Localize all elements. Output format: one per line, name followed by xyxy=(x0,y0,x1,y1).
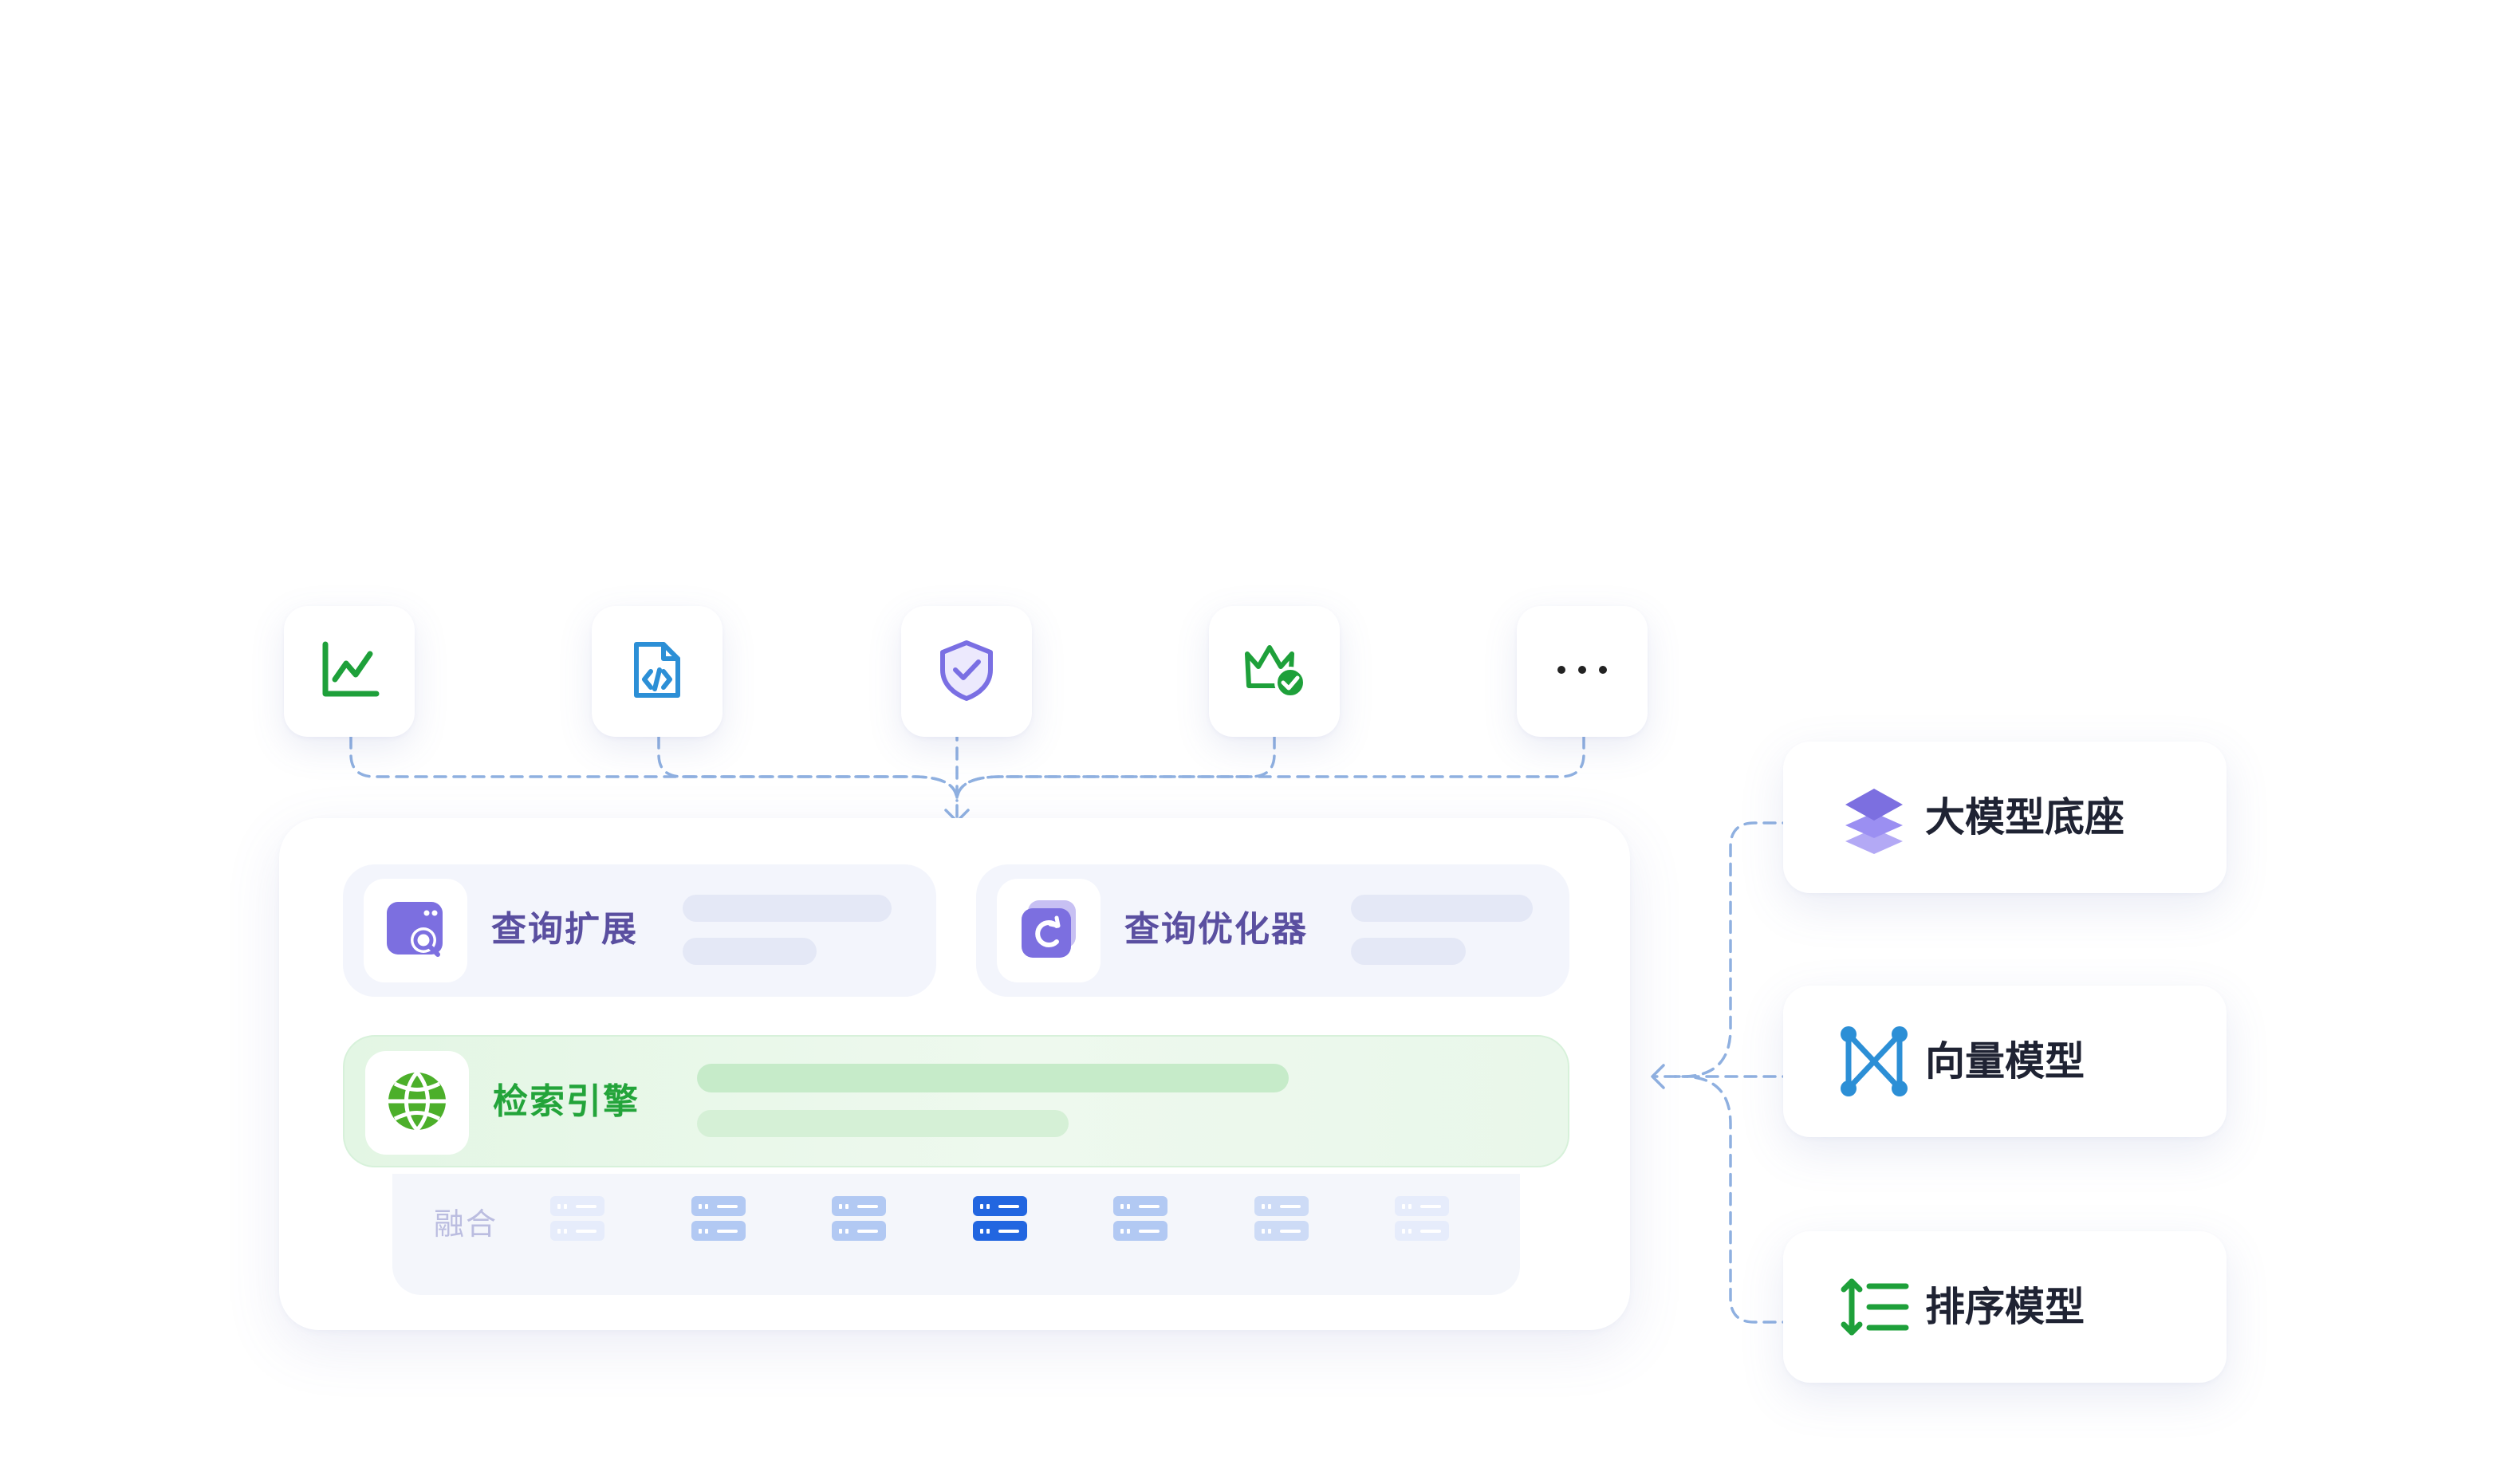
tool-tile-chart[interactable] xyxy=(284,606,415,737)
code-file-icon xyxy=(624,636,691,707)
model-label-ranking: 排序模型 xyxy=(1925,1284,2085,1330)
fusion-strip: 融合 xyxy=(392,1174,1520,1295)
browser-search-icon xyxy=(382,895,449,966)
pipeline-panel: 查询扩展 查询优化器 检索引擎 融合 xyxy=(279,818,1630,1330)
placeholder-bar xyxy=(697,1064,1289,1092)
shield-check-icon xyxy=(933,636,1000,707)
search-engine-module[interactable]: 检索引擎 xyxy=(343,1035,1569,1167)
server-icon xyxy=(1254,1196,1309,1241)
placeholder-bar xyxy=(1351,938,1466,965)
line-chart-icon xyxy=(316,636,383,707)
query-expansion-icon-box xyxy=(364,879,467,982)
query-expansion-module[interactable]: 查询扩展 xyxy=(343,864,936,997)
search-engine-label: 检索引擎 xyxy=(493,1081,640,1122)
server-icon xyxy=(1113,1196,1167,1241)
server-icon xyxy=(1395,1196,1449,1241)
query-expansion-label: 查询扩展 xyxy=(491,909,638,950)
query-optimizer-label: 查询优化器 xyxy=(1124,909,1308,950)
sort-list-icon xyxy=(1834,1267,1914,1347)
tool-tile-more[interactable] xyxy=(1517,606,1648,737)
query-optimizer-icon-box xyxy=(997,879,1101,982)
tool-tile-crown[interactable] xyxy=(1209,606,1340,737)
server-icon xyxy=(550,1196,604,1241)
layers-icon xyxy=(1834,777,1914,857)
query-optimizer-module[interactable]: 查询优化器 xyxy=(976,864,1569,997)
fusion-label: 融合 xyxy=(434,1206,498,1242)
tool-tile-code[interactable] xyxy=(592,606,723,737)
crown-check-icon xyxy=(1241,636,1308,707)
more-icon xyxy=(1549,636,1616,707)
tool-tile-shield[interactable] xyxy=(901,606,1032,737)
server-icon xyxy=(832,1196,886,1241)
model-label-vector: 向量模型 xyxy=(1925,1038,2085,1084)
globe-icon xyxy=(384,1068,451,1138)
server-icon-active xyxy=(972,1196,1027,1241)
placeholder-bar xyxy=(697,1110,1069,1137)
vector-nodes-icon xyxy=(1834,1021,1914,1101)
model-label-llm-base: 大模型底座 xyxy=(1925,794,2124,840)
placeholder-bar xyxy=(1351,895,1533,922)
refresh-icon xyxy=(1015,895,1082,966)
search-engine-icon-box xyxy=(365,1051,469,1155)
model-card-ranking[interactable]: 排序模型 xyxy=(1783,1231,2227,1383)
model-card-llm-base[interactable]: 大模型底座 xyxy=(1783,742,2227,893)
placeholder-bar xyxy=(683,895,892,922)
placeholder-bar xyxy=(683,938,817,965)
model-card-vector[interactable]: 向量模型 xyxy=(1783,986,2227,1137)
server-icon xyxy=(691,1196,746,1241)
